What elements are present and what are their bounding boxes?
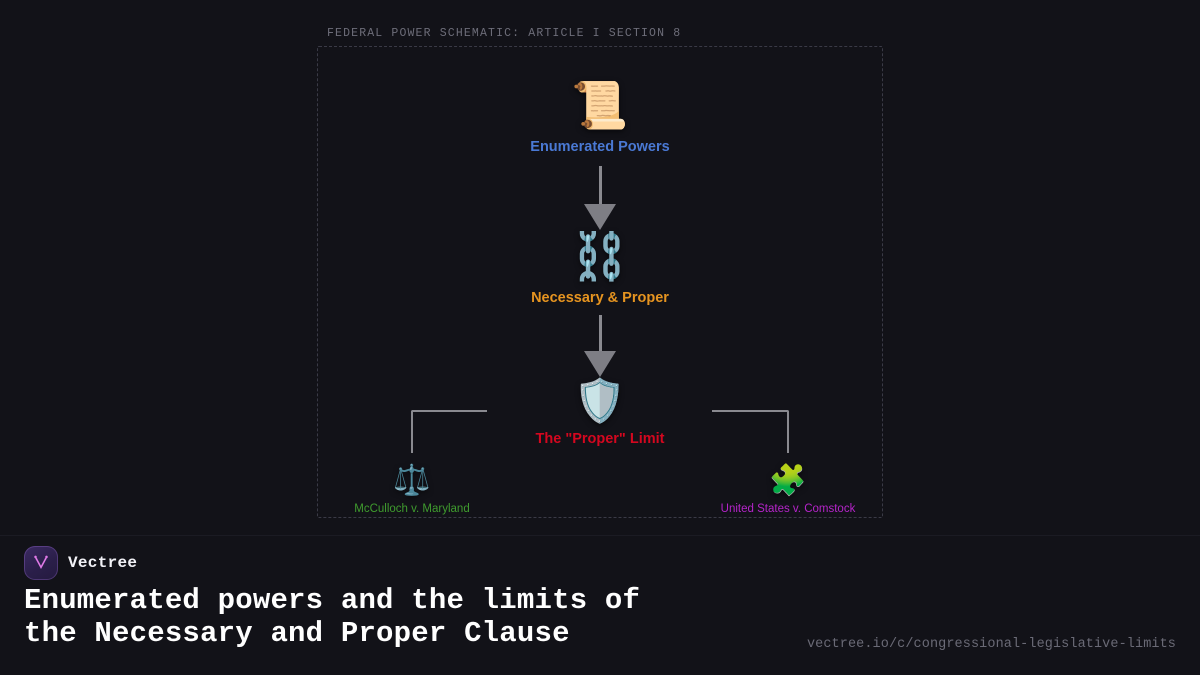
chains-icon: ⛓️ — [571, 229, 629, 283]
node-label: United States v. Comstock — [720, 503, 856, 515]
vectree-branch-logo-icon — [24, 546, 58, 580]
footer-bar: Vectree Enumerated powers and the limits… — [0, 535, 1200, 675]
node-label: The "Proper" Limit — [535, 431, 665, 447]
schematic-frame-border — [317, 46, 883, 518]
edge-line — [598, 315, 602, 355]
node-proper-limit[interactable]: 🛡️ The "Proper" Limit — [470, 376, 730, 448]
shield-icon: 🛡️ — [573, 376, 627, 425]
node-label: Enumerated Powers — [530, 139, 670, 155]
puzzle-piece-icon: 🧩 — [769, 463, 807, 498]
node-necessary-and-proper[interactable]: ⛓️ Necessary & Proper — [470, 233, 730, 306]
arrowhead-icon — [584, 351, 616, 377]
node-label: Necessary & Proper — [531, 290, 669, 306]
arrowhead-icon — [584, 204, 616, 230]
brand-name: Vectree — [68, 554, 138, 572]
diagram-canvas: FEDERAL POWER SCHEMATIC: ARTICLE I SECTI… — [282, 27, 918, 518]
edge-proper-to-mcculloch — [411, 410, 487, 453]
node-mcculloch-v-maryland[interactable]: ⚖️ McCulloch v. Maryland — [282, 463, 542, 516]
page-title: Enumerated powers and the limits of the … — [24, 584, 641, 650]
edge-line — [598, 166, 602, 208]
node-enumerated-powers[interactable]: 📜 Enumerated Powers — [470, 82, 730, 155]
footer-url: vectree.io/c/congressional-legislative-l… — [806, 637, 1176, 652]
node-united-states-v-comstock[interactable]: 🧩 United States v. Comstock — [658, 463, 918, 516]
edge-proper-to-comstock — [712, 410, 789, 453]
schematic-caption: FEDERAL POWER SCHEMATIC: ARTICLE I SECTI… — [327, 27, 682, 40]
brand-block[interactable]: Vectree — [24, 546, 137, 580]
balance-scale-icon: ⚖️ — [393, 463, 431, 498]
scroll-icon: 📜 — [571, 78, 629, 132]
node-label: McCulloch v. Maryland — [354, 503, 470, 515]
